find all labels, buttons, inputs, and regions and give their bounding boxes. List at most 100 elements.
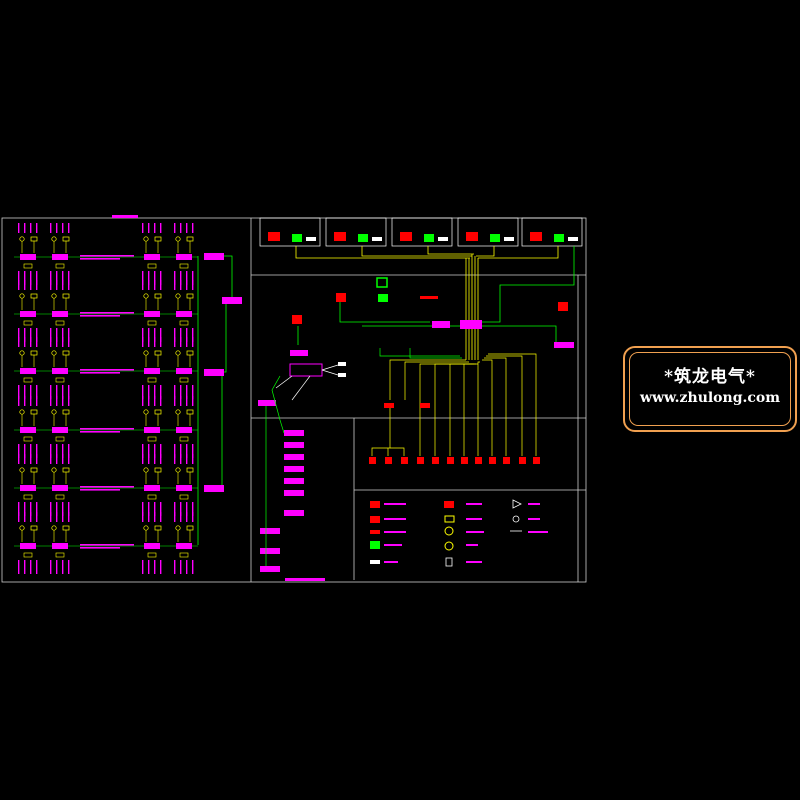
- label-stroke: [180, 223, 182, 233]
- label-stroke: [160, 271, 162, 285]
- label-stroke: [174, 454, 176, 464]
- label-stroke: [142, 396, 144, 406]
- sensor-icon: [19, 525, 25, 531]
- label-stroke: [192, 502, 194, 516]
- label-stroke: [186, 271, 188, 285]
- label-stroke: [148, 328, 150, 342]
- label-stroke: [160, 454, 162, 464]
- label-stroke: [160, 396, 162, 406]
- device-icon: [55, 494, 65, 500]
- label-stroke: [30, 385, 32, 399]
- label-stroke: [68, 560, 70, 574]
- label-stroke: [50, 560, 52, 574]
- label-stroke: [68, 328, 70, 342]
- label-stroke: [186, 328, 188, 342]
- label-stroke: [18, 223, 20, 233]
- detector-icon: [30, 350, 38, 356]
- label-stroke: [50, 502, 52, 516]
- label-stroke: [62, 223, 64, 233]
- top-panel-devices: [268, 232, 578, 242]
- label-stroke: [180, 328, 182, 342]
- label-stroke: [36, 280, 38, 290]
- device-icon: [179, 494, 189, 500]
- label-stroke: [174, 280, 176, 290]
- riser-note: [80, 544, 134, 546]
- riser-module: [144, 254, 160, 260]
- label-stroke: [30, 223, 32, 233]
- label-stroke: [56, 454, 58, 464]
- label-stroke: [148, 444, 150, 458]
- label-stroke: [180, 560, 182, 574]
- label-stroke: [36, 271, 38, 285]
- device-icon: [55, 263, 65, 269]
- label-stroke: [154, 271, 156, 285]
- label-stroke: [56, 502, 58, 516]
- label-stroke: [186, 502, 188, 516]
- right-module: [554, 342, 574, 348]
- riser-note: [80, 428, 134, 430]
- label-stroke: [68, 454, 70, 464]
- label-stroke: [24, 502, 26, 516]
- riser-module: [144, 368, 160, 374]
- label-stroke: [142, 444, 144, 458]
- label-stroke: [174, 328, 176, 342]
- detector-icon: [62, 409, 70, 415]
- device-icon: [179, 436, 189, 442]
- label-stroke: [36, 396, 38, 406]
- device-icon: [23, 320, 33, 326]
- sensor-icon: [19, 236, 25, 242]
- left-title-block: [112, 215, 138, 218]
- label-stroke: [148, 502, 150, 516]
- label-stroke: [142, 328, 144, 342]
- label-stroke: [30, 337, 32, 347]
- label-stroke: [186, 337, 188, 347]
- label-stroke: [160, 223, 162, 233]
- label-stroke: [18, 385, 20, 399]
- watermark-url: www.zhulong.com: [639, 390, 781, 406]
- riser-module: [176, 427, 192, 433]
- sensor-icon: [19, 293, 25, 299]
- label-stroke: [148, 280, 150, 290]
- label-stroke: [24, 454, 26, 464]
- switch-left: [432, 321, 450, 328]
- label-stroke: [24, 385, 26, 399]
- label-stroke: [30, 454, 32, 464]
- drawing-frame: [1, 217, 587, 583]
- label-stroke: [160, 280, 162, 290]
- label-stroke: [192, 271, 194, 285]
- label-stroke: [18, 280, 20, 290]
- label-stroke: [50, 280, 52, 290]
- label-stroke: [24, 560, 26, 574]
- label-stroke: [180, 512, 182, 522]
- detector-icon: [30, 236, 38, 242]
- detector-icon: [154, 525, 162, 531]
- device-icon: [147, 436, 157, 442]
- label-stroke: [148, 271, 150, 285]
- label-stroke: [160, 385, 162, 399]
- label-stroke: [180, 271, 182, 285]
- label-stroke: [30, 512, 32, 522]
- label-stroke: [142, 454, 144, 464]
- label-stroke: [30, 560, 32, 574]
- device-icon: [23, 377, 33, 383]
- label-stroke: [68, 512, 70, 522]
- label-stroke: [160, 560, 162, 574]
- device-icon: [55, 436, 65, 442]
- device-icon: [147, 494, 157, 500]
- sensor-icon: [175, 236, 181, 242]
- green-feeders: [379, 348, 462, 359]
- label-stroke: [50, 337, 52, 347]
- label-stroke: [62, 271, 64, 285]
- label-stroke: [36, 223, 38, 233]
- label-stroke: [180, 337, 182, 347]
- riser-module: [20, 254, 36, 260]
- label-stroke: [192, 560, 194, 574]
- label-stroke: [148, 223, 150, 233]
- label-stroke: [56, 396, 58, 406]
- label-stroke: [50, 328, 52, 342]
- label-stroke: [24, 444, 26, 458]
- label-stroke: [24, 271, 26, 285]
- device-icon: [179, 263, 189, 269]
- label-stroke: [36, 560, 38, 574]
